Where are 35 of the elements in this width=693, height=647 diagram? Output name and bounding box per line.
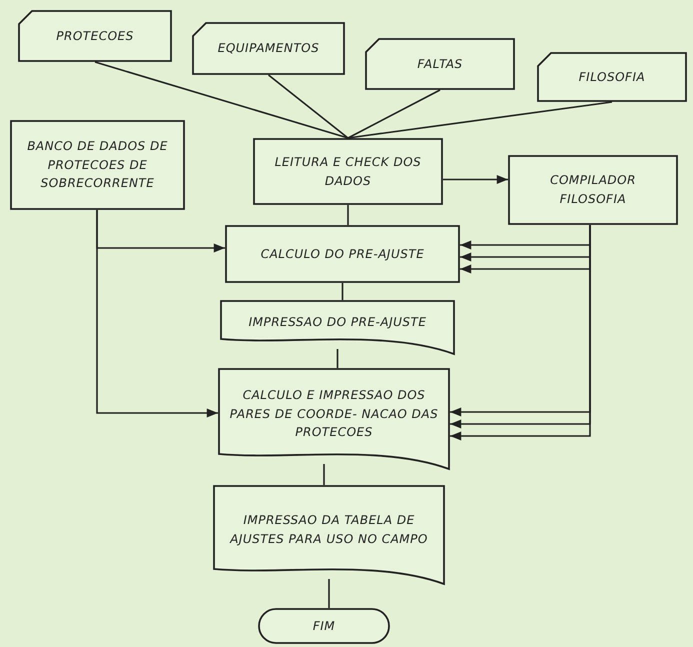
box-label: FIM [312,618,336,635]
document-shape [220,300,455,355]
process-box [253,138,443,205]
document-shape [218,368,450,470]
arrow [443,175,508,184]
connector-line [347,205,349,225]
input-card [365,38,515,90]
input-card [192,22,345,75]
process-box [508,155,678,225]
box-label: EQUIPAMENTOS [218,40,320,58]
input-card [537,52,687,102]
input-card [18,10,172,62]
document-shape [213,485,445,585]
connector-line [336,349,338,368]
box-label: CALCULO E IMPRESSAO DOS PARES DE COORDE- NACAO DAS PROTECOES [228,387,440,442]
connector-line [268,74,348,139]
arrow [96,210,218,418]
process-box [225,225,460,283]
box-label: LEITURA E CHECK DOS DADOS [274,154,422,190]
connector-line [323,464,325,485]
box-label: CALCULO DO PRE-AJUSTE [260,246,424,263]
box-label: IMPRESSAO DA TABELA DE AJUSTES PARA USO NO CAMPO [228,512,429,548]
connector-line [348,89,440,139]
box-label: PROTECOES [56,28,134,45]
process-box [10,120,185,210]
terminal-shape [258,608,390,644]
connector-line [328,579,330,608]
box-label: FILOSOFIA [578,68,646,86]
box-label: FALTAS [417,56,463,73]
box-label: BANCO DE DADOS DE PROTECOES DE SOBRECORRENTE [26,138,169,192]
box-label: COMPILADOR FILOSOFIA [549,172,637,208]
connector-line [348,101,612,139]
connector-line [342,283,344,300]
box-label: IMPRESSAO DO PRE-AJUSTE [248,314,426,332]
connector-line [94,61,348,139]
